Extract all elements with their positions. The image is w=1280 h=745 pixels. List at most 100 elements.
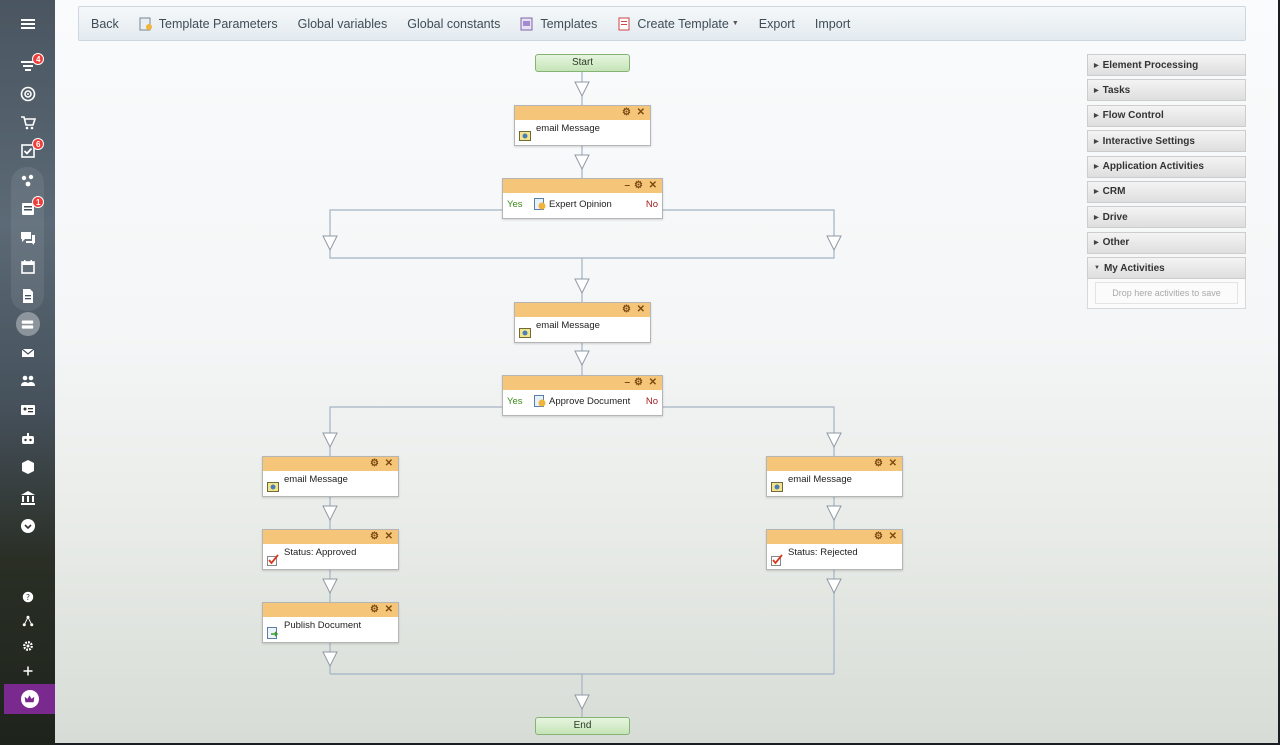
svg-text:?: ? [26, 593, 30, 602]
chat-icon[interactable] [0, 224, 55, 252]
section-label: Other [1102, 237, 1130, 249]
id-card-icon[interactable] [0, 396, 55, 424]
email-message-block[interactable]: ⚙ ✕ email Message [514, 105, 651, 146]
block-settings-icon[interactable]: ⚙ [370, 458, 379, 469]
dropdown-caret-icon: ▼ [731, 20, 739, 27]
email-message-block[interactable]: ⚙ ✕ email Message [514, 302, 651, 343]
filter-badge: 4 [32, 53, 45, 65]
mail-icon[interactable] [0, 339, 55, 367]
section-label: Element Processing [1102, 59, 1199, 71]
filter-icon[interactable]: 4 [0, 52, 55, 80]
block-settings-icon[interactable]: ⚙ [874, 458, 883, 469]
activities-drop-zone[interactable]: Drop here activities to save [1095, 282, 1238, 305]
block-label: Status: Approved [284, 547, 357, 558]
import-label: Import [814, 16, 851, 31]
status-approved-block[interactable]: ⚙ ✕ Status: Approved [262, 529, 399, 570]
email-icon [519, 328, 531, 338]
block-label: email Message [536, 123, 600, 134]
block-settings-icon[interactable]: ⚙ [634, 180, 643, 191]
approval-icon [534, 198, 546, 210]
global-constants-button[interactable]: Global constants [407, 17, 500, 31]
tasks-badge: 6 [32, 138, 45, 150]
export-button[interactable]: Export [759, 17, 795, 31]
block-minimize-icon[interactable]: – [624, 377, 630, 388]
crown-button[interactable] [4, 684, 55, 714]
sitemap-icon[interactable] [0, 607, 55, 635]
calendar-icon[interactable] [0, 253, 55, 281]
bank-icon[interactable] [0, 484, 55, 512]
approve-document-block[interactable]: – ⚙ ✕ Yes Approve Document No [502, 375, 663, 416]
block-label: Publish Document [284, 620, 362, 631]
block-label: Expert Opinion [549, 199, 612, 210]
document-icon[interactable] [0, 282, 55, 310]
block-settings-icon[interactable]: ⚙ [370, 604, 379, 615]
block-close-icon[interactable]: ✕ [648, 180, 657, 191]
create-template-button[interactable]: Create Template ▼ [617, 16, 739, 31]
create-template-icon [617, 17, 631, 31]
templates-button[interactable]: Templates [520, 17, 597, 31]
expand-arrow-icon: ▶ [1094, 87, 1099, 94]
block-header: ⚙ ✕ [515, 303, 650, 317]
back-button[interactable]: Back [91, 17, 119, 31]
expand-arrow-icon: ▶ [1094, 189, 1099, 196]
section-tasks[interactable]: ▶Tasks [1087, 79, 1246, 102]
block-settings-icon[interactable]: ⚙ [634, 377, 643, 388]
block-close-icon[interactable]: ✕ [384, 458, 393, 469]
publish-document-block[interactable]: ⚙ ✕ Publish Document [262, 602, 399, 643]
cart-icon[interactable] [0, 109, 55, 137]
email-message-block[interactable]: ⚙ ✕ email Message [766, 456, 903, 497]
target-icon[interactable] [0, 80, 55, 108]
block-minimize-icon[interactable]: – [624, 180, 630, 191]
block-close-icon[interactable]: ✕ [636, 304, 645, 315]
box-icon[interactable] [0, 453, 55, 481]
block-label: email Message [536, 320, 600, 331]
add-icon[interactable] [0, 657, 55, 685]
end-node[interactable]: End [535, 717, 630, 735]
block-header: – ⚙ ✕ [503, 179, 662, 193]
automation-icon[interactable] [0, 310, 55, 338]
block-settings-icon[interactable]: ⚙ [370, 531, 379, 542]
no-branch-label: No [645, 396, 658, 407]
feed-icon[interactable]: 1 [0, 195, 55, 223]
block-close-icon[interactable]: ✕ [648, 377, 657, 388]
yes-branch-label: Yes [507, 396, 523, 407]
section-element-processing[interactable]: ▶Element Processing [1087, 54, 1246, 76]
expand-arrow-icon: ▶ [1094, 214, 1099, 221]
section-flow-control[interactable]: ▶Flow Control [1087, 104, 1246, 127]
section-interactive-settings[interactable]: ▶Interactive Settings [1087, 130, 1246, 153]
more-chevron-icon[interactable] [0, 512, 55, 540]
block-settings-icon[interactable]: ⚙ [622, 304, 631, 315]
block-close-icon[interactable]: ✕ [384, 604, 393, 615]
section-drive[interactable]: ▶Drive [1087, 206, 1246, 229]
template-parameters-button[interactable]: Template Parameters [139, 17, 278, 31]
status-rejected-block[interactable]: ⚙ ✕ Status: Rejected [766, 529, 903, 570]
settings-icon[interactable] [0, 632, 55, 660]
block-settings-icon[interactable]: ⚙ [874, 531, 883, 542]
help-icon[interactable]: ? [0, 583, 55, 611]
block-close-icon[interactable]: ✕ [636, 107, 645, 118]
section-crm[interactable]: ▶CRM [1087, 180, 1246, 203]
create-template-label: Create Template [637, 16, 729, 31]
expert-opinion-block[interactable]: – ⚙ ✕ Yes Expert Opinion No [502, 178, 663, 219]
block-settings-icon[interactable]: ⚙ [622, 107, 631, 118]
section-my-activities[interactable]: ▼My Activities [1087, 257, 1246, 280]
global-variables-button[interactable]: Global variables [298, 17, 388, 31]
hamburger-menu-icon[interactable] [0, 10, 55, 38]
block-close-icon[interactable]: ✕ [888, 458, 897, 469]
block-close-icon[interactable]: ✕ [384, 531, 393, 542]
global-variables-label: Global variables [297, 16, 388, 31]
tasks-icon[interactable]: 6 [0, 137, 55, 165]
import-button[interactable]: Import [815, 17, 850, 31]
email-message-block[interactable]: ⚙ ✕ email Message [262, 456, 399, 497]
section-application-activities[interactable]: ▶Application Activities [1087, 155, 1246, 178]
robot-icon[interactable] [0, 425, 55, 453]
section-label: Application Activities [1102, 161, 1204, 173]
section-other[interactable]: ▶Other [1087, 231, 1246, 254]
crm-icon[interactable] [0, 167, 55, 195]
block-close-icon[interactable]: ✕ [888, 531, 897, 542]
toolbar: Back Template Parameters Global variable… [78, 6, 1246, 41]
start-node[interactable]: Start [535, 54, 630, 72]
contacts-icon[interactable] [0, 367, 55, 395]
section-label: My Activities [1103, 262, 1165, 274]
approval-icon [534, 395, 546, 407]
